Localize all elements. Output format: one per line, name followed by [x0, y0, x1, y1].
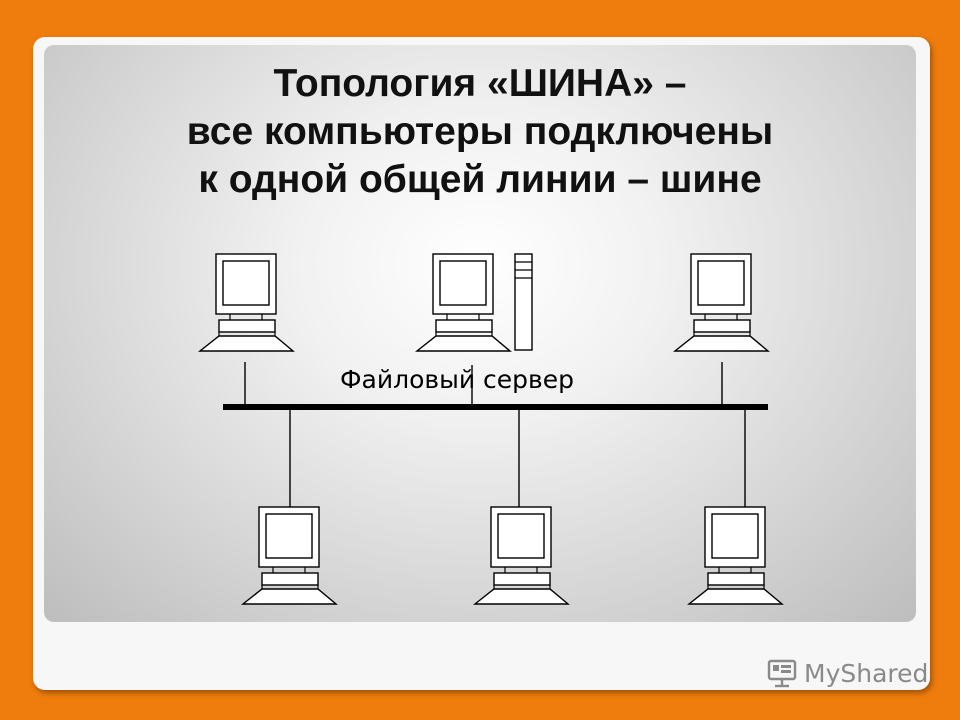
myshared-logo-icon	[767, 659, 797, 688]
title-line-1: Топология «ШИНА» –	[273, 62, 687, 105]
watermark-text: MyShared	[804, 658, 929, 688]
file-server-computer-icon	[416, 253, 511, 352]
computer-icon	[474, 506, 569, 605]
computer-icon	[242, 506, 337, 605]
watermark: MyShared	[766, 656, 928, 690]
slide-title: Топология «ШИНА» – все компьютеры подклю…	[44, 60, 916, 204]
computer-icon	[199, 253, 294, 352]
title-line-2: все компьютеры подключены	[186, 110, 774, 153]
server-tower-icon	[514, 253, 533, 351]
computer-icon	[688, 506, 783, 605]
computer-icon	[674, 253, 769, 352]
file-server-label: Файловый сервер	[340, 365, 574, 394]
title-line-3: к одной общей линии – шине	[198, 158, 762, 201]
slide-content-panel	[44, 45, 916, 622]
